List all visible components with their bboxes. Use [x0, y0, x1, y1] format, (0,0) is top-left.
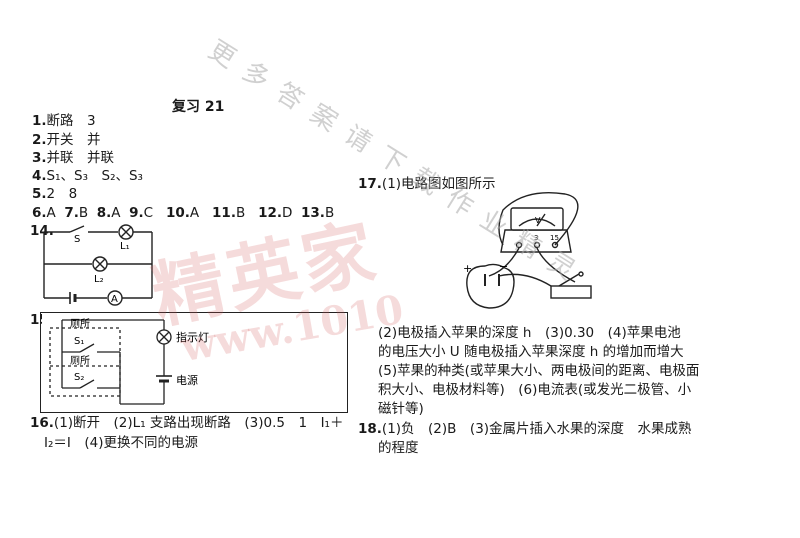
answer-2: 2.开关 并 [32, 131, 101, 149]
answer-number: 12. [258, 205, 283, 221]
power-source-label: 电源 [176, 373, 198, 387]
answer-choice: B [235, 205, 246, 221]
answer-16-line1: 16.(1)断开 (2)L₁ 支路出现断路 (3)0.5 1 I₁＋ [30, 414, 343, 432]
ammeter-label: A [111, 294, 118, 305]
lamp-l1-label: L₁ [120, 241, 130, 252]
q15-circuit: 厕所 S₁ 厕所 S₂ 指示灯 电源 [42, 314, 342, 410]
switch-s2-label: S₂ [74, 372, 84, 383]
answer-number: 17. [358, 176, 382, 192]
q15-frame [40, 312, 348, 413]
answer-17-line2: (2)电极插入苹果的深度 h (3)0.30 (4)苹果电池 [378, 325, 681, 341]
answer-choice: A [46, 205, 56, 221]
answer-number: 18. [358, 421, 382, 437]
answer-17-line5: 积大小、电极材料等) (6)电流表(或发光二极管、小 [378, 382, 692, 398]
answer-18-line2: 的程度 [378, 440, 419, 456]
answer-number: 5. [32, 186, 47, 202]
answer-17-line6: 磁针等) [378, 401, 424, 417]
answer-number: 16. [30, 415, 54, 431]
answer-number: 13. [301, 205, 325, 221]
answer-16-line2: I₂＝I (4)更换不同的电源 [44, 435, 198, 451]
answer-17-line1: 17.(1)电路图如图所示 [358, 175, 496, 193]
answer-number: 9. [129, 205, 144, 221]
answer-choice: B [78, 205, 89, 221]
answer-number: 2. [32, 132, 47, 148]
q17-apple-battery-diagram: V 3 15 + − [463, 192, 592, 309]
minus-label: − [499, 260, 508, 273]
answer-number: 8. [96, 205, 112, 221]
q14-circuit-diagram: S L₁ L₂ A [43, 224, 153, 306]
terminal-15-label: 15 [550, 234, 559, 242]
answer-choice: D [282, 205, 293, 221]
switch-s1-label: S₁ [74, 336, 84, 347]
answer-text: 2 8 [46, 186, 78, 202]
answer-text: 断路 3 [46, 113, 96, 129]
answer-choice: B [324, 205, 335, 221]
answer-number: 11. [212, 205, 236, 221]
answer-text: S₁、S₃ S₂、S₃ [46, 168, 143, 184]
answer-1: 1.断路 3 [32, 112, 96, 130]
answer-18-line1: 18.(1)负 (2)B (3)金属片插入水果的深度 水果成熟 [358, 420, 692, 438]
toilet-2-label: 厕所 [70, 355, 90, 367]
answer-number: 6. [32, 205, 47, 221]
answer-text: 开关 并 [46, 132, 101, 148]
answer-text: (1)负 (2)B (3)金属片插入水果的深度 水果成熟 [381, 421, 692, 437]
answer-number: 7. [64, 205, 79, 221]
q14-number: 14. [30, 223, 54, 239]
answer-5: 5.2 8 [32, 185, 77, 203]
page-title: 复习 21 [172, 99, 225, 115]
terminal-3-label: 3 [534, 234, 538, 242]
answer-text: (1)电路图如图所示 [381, 176, 496, 192]
answer-number: 10. [165, 205, 190, 221]
voltmeter-v-label: V [535, 216, 541, 225]
lamp-l2-label: L₂ [94, 274, 104, 285]
answer-number: 1. [32, 113, 47, 129]
toilet-1-label: 厕所 [70, 318, 90, 330]
answer-text: (1)断开 (2)L₁ 支路出现断路 (3)0.5 1 I₁＋ [53, 415, 344, 431]
answers-6-13: 6.A 7.B 8.A 9.C 10.A 11.B 12.D 13.B [32, 204, 334, 222]
switch-s [69, 225, 85, 233]
answer-choice: C [143, 205, 154, 221]
indicator-lamp-label: 指示灯 [176, 330, 209, 344]
switch-s-label: S [74, 234, 80, 245]
answer-choice: A [111, 205, 121, 221]
answer-4: 4.S₁、S₃ S₂、S₃ [32, 167, 143, 185]
answer-3: 3.并联 并联 [32, 149, 114, 167]
plus-label: + [463, 262, 472, 275]
answer-17-line4: (5)苹果的种类(或苹果大小、两电极间的距离、电极面 [378, 363, 700, 379]
answer-text: 并联 并联 [46, 150, 115, 166]
answer-17-line3: 的电压大小 U 随电极插入苹果深度 h 的增加而增大 [378, 344, 684, 360]
answer-number: 4. [32, 168, 47, 184]
answer-choice: A [189, 205, 200, 221]
answer-number: 3. [32, 150, 47, 166]
